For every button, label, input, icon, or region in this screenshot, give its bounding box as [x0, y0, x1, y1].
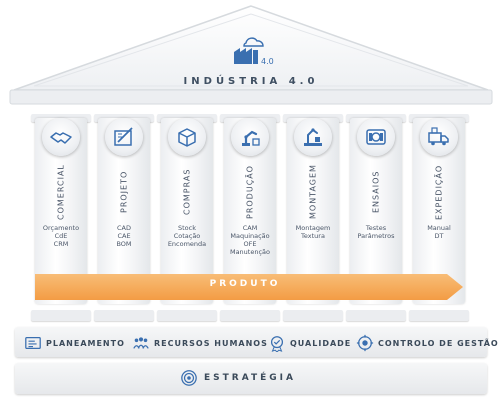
product-flow-arrow: [35, 274, 463, 300]
column-base: [346, 310, 406, 321]
column-base: [94, 310, 154, 321]
foundation-estrategia: ESTRATÉGIA: [180, 368, 296, 388]
column-icon-badge: [168, 118, 206, 156]
target-icon: [181, 370, 197, 386]
people-icon: [133, 337, 149, 349]
column-icon-badge: [105, 118, 143, 156]
column-icon-badge: [294, 118, 332, 156]
roof: [9, 5, 493, 105]
foundation-recursos-humanos: RECURSOS HUMANOS: [132, 333, 268, 353]
test-machine-icon: [366, 129, 386, 145]
column-title: COMPRAS: [182, 168, 192, 216]
assembly-robot-icon: [304, 128, 322, 146]
quality-badge-icon: [270, 336, 284, 352]
column-title: MONTAGEM: [308, 164, 318, 220]
box-icon: [178, 128, 196, 147]
foundation-qualidade: QUALIDADE: [268, 333, 351, 353]
column-title: COMERCIAL: [56, 164, 66, 220]
strategy-bar: [15, 363, 487, 394]
page-title: INDÚSTRIA 4.0: [183, 76, 319, 87]
robot-arm-icon: [242, 130, 260, 146]
column-base: [157, 310, 217, 321]
column-base: [283, 310, 343, 321]
column-title: EXPEDIÇÃO: [434, 164, 444, 220]
management-control-icon: [356, 334, 374, 352]
support-bar: [15, 327, 487, 357]
product-flow-label: PRODUTO: [209, 279, 281, 289]
factory-cloud-icon: 4.0: [234, 37, 274, 66]
planning-icon: [25, 336, 41, 350]
column-base: [220, 310, 280, 321]
column-title: ENSAIOS: [371, 170, 381, 214]
column-icon-badge: [357, 118, 395, 156]
column-icon-badge: [231, 118, 269, 156]
foundation-planeamento: PLANEAMENTO: [24, 333, 125, 353]
delivery-truck-icon: [428, 127, 449, 146]
column-icon-badge: [420, 118, 458, 156]
column-title: PROJETO: [119, 170, 129, 214]
foundation-controlo-de-gestao: CONTROLO DE GESTÃO: [356, 333, 499, 353]
column-base: [409, 310, 469, 321]
column-base: [31, 310, 91, 321]
column-title: PRODUÇÃO: [245, 165, 255, 219]
svg-text:4.0: 4.0: [261, 57, 274, 66]
handshake-icon: [50, 132, 72, 144]
drafting-icon: [114, 127, 133, 146]
column-icon-badge: [42, 118, 80, 156]
